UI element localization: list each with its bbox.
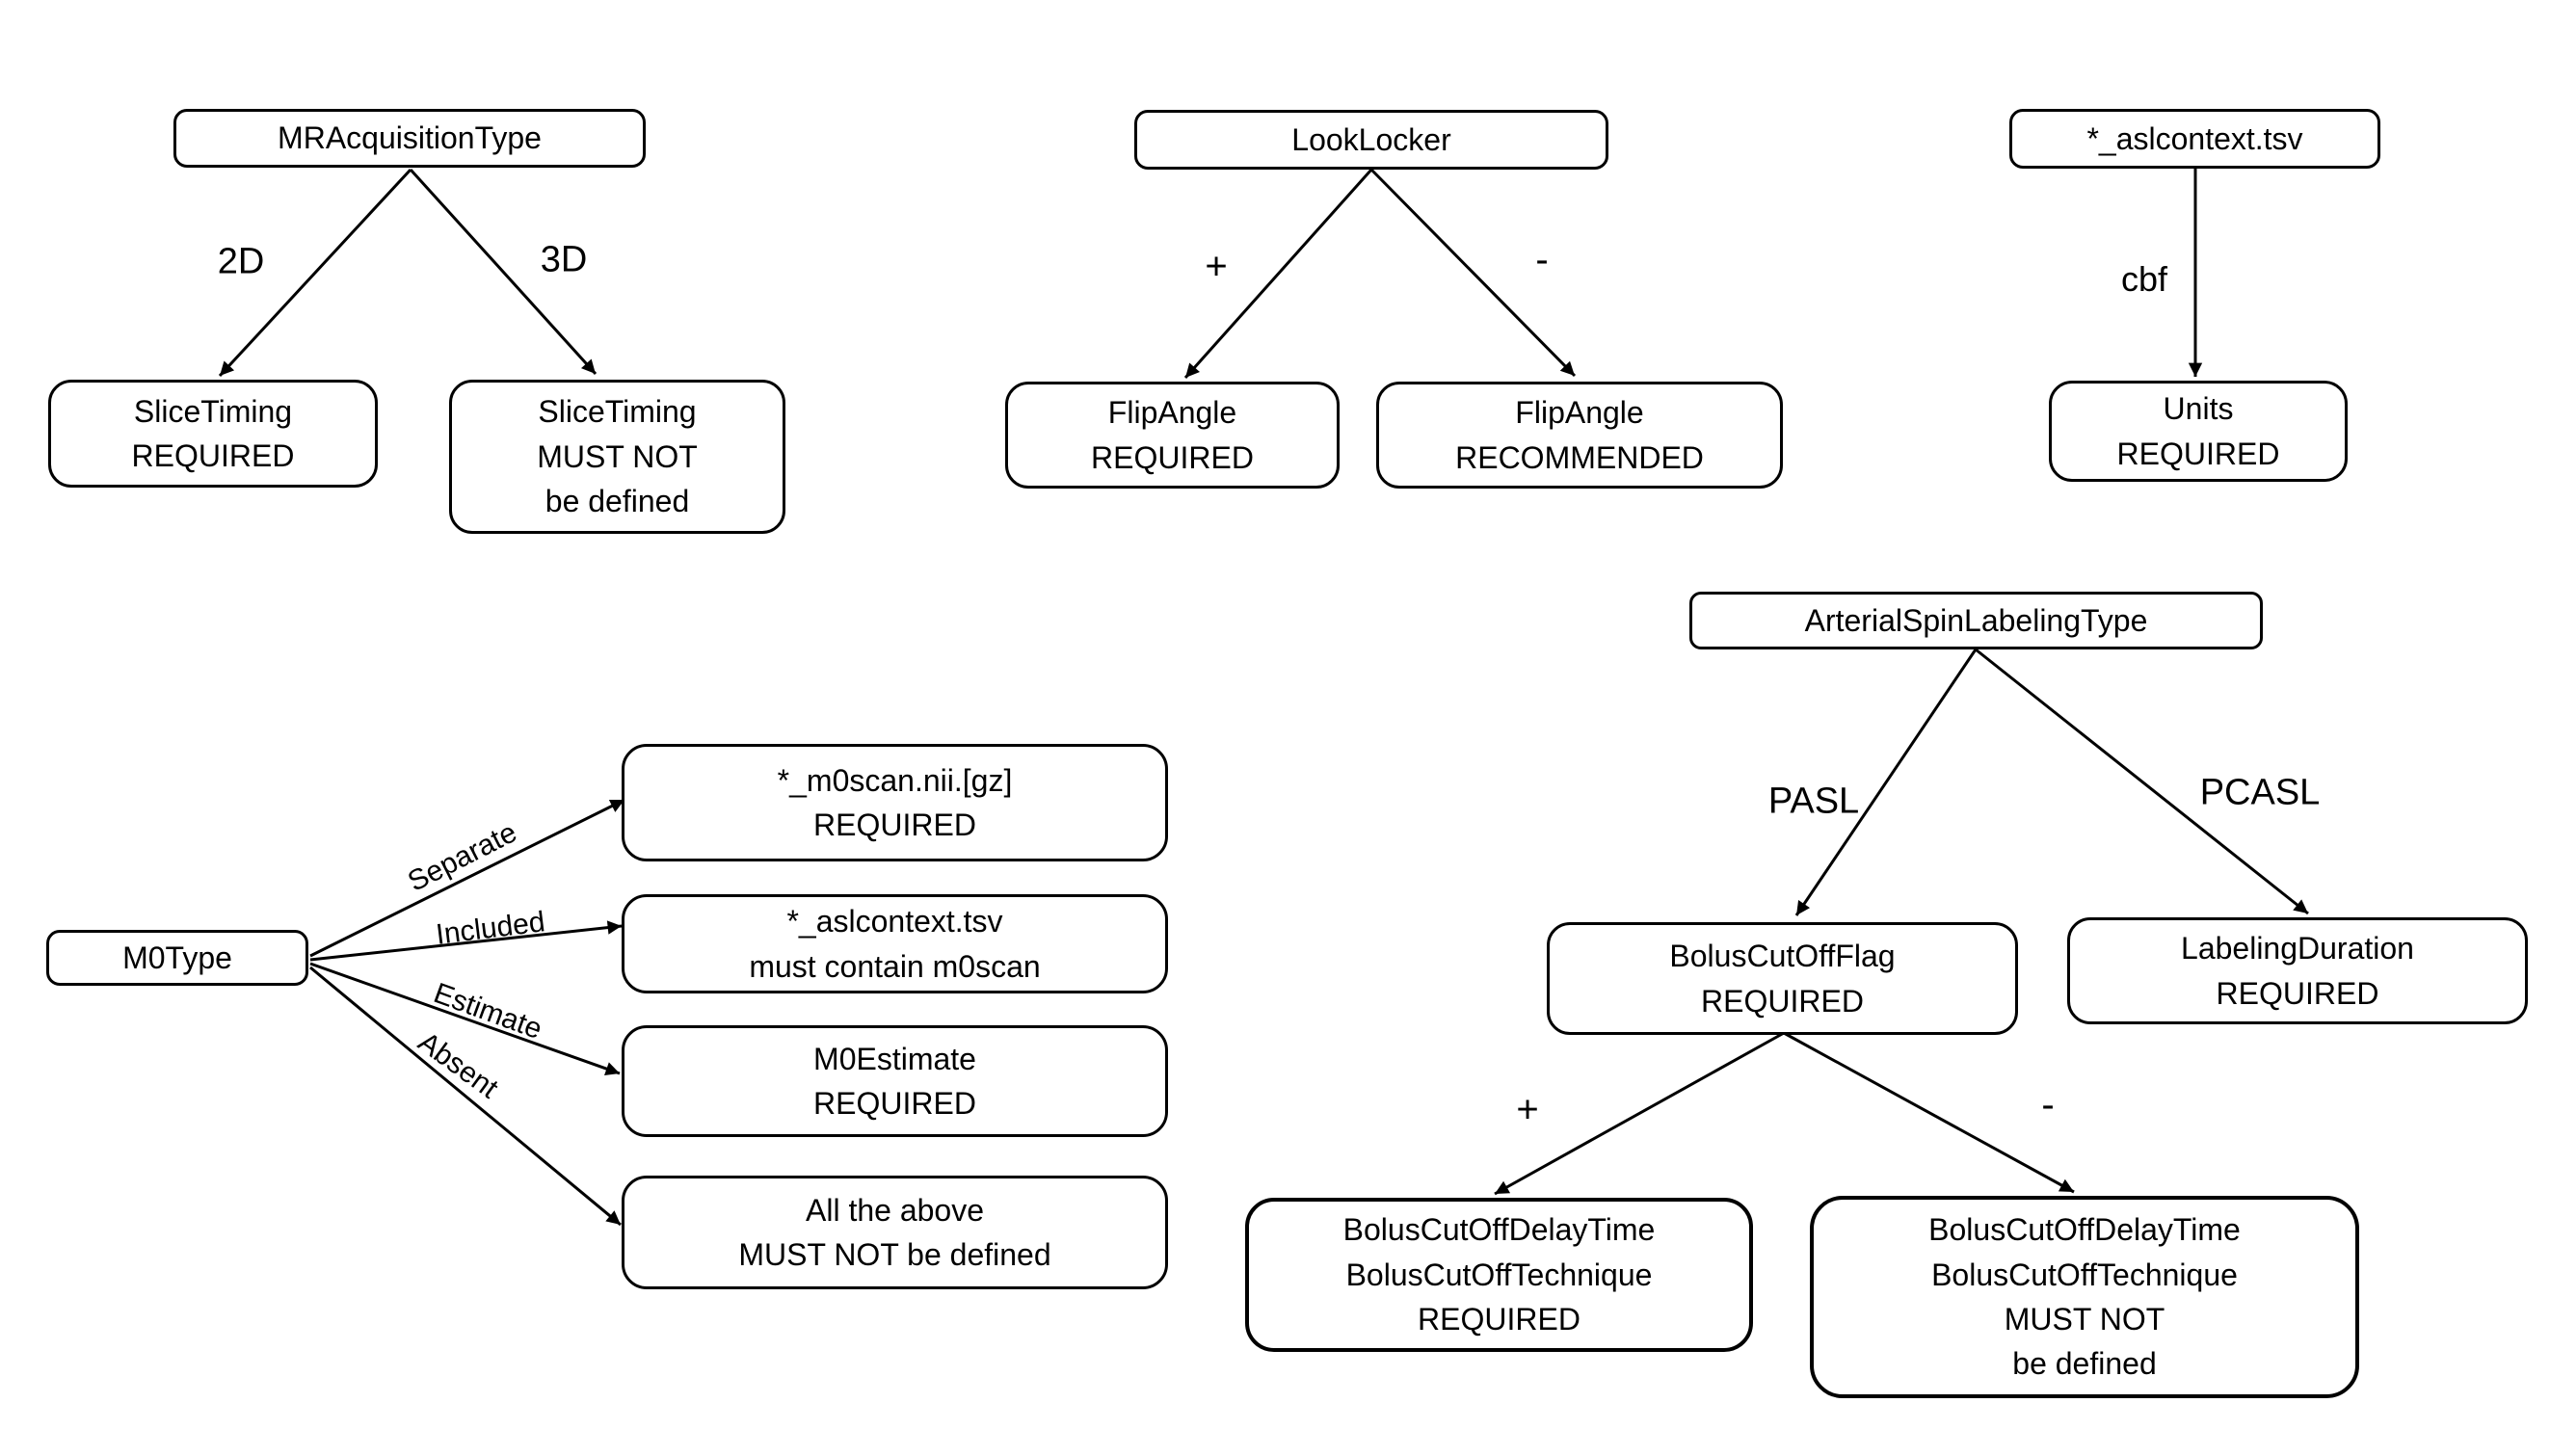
edge-looklocker-plus: [1183, 169, 1373, 379]
node-m0type: M0Type: [46, 930, 308, 986]
edge-label-2d: 2D: [217, 241, 265, 282]
edge-label-3d: 3D: [540, 239, 588, 280]
edge-m0type-separate: [309, 798, 625, 958]
edge-label-boluscutoff-minus: -: [2041, 1083, 2055, 1126]
edge-label-cbf: cbf: [2120, 259, 2168, 299]
edge-mracquisitiontype-3d: [409, 168, 598, 376]
edge-asltype-pcasl: [1975, 648, 2309, 915]
edge-m0type-included: [309, 920, 623, 962]
edge-label-looklocker-minus: -: [1535, 238, 1549, 281]
node-looklocker: LookLocker: [1134, 110, 1608, 170]
node-mracquisitiontype: MRAcquisitionType: [173, 109, 646, 168]
edge-label-pasl: PASL: [1767, 781, 1860, 822]
edge-looklocker-minus: [1369, 168, 1577, 378]
edge-m0type-estimate: [309, 962, 621, 1075]
edge-mracquisitiontype-2d: [218, 168, 412, 378]
node-aslcontext-tsv: *_aslcontext.tsv: [2009, 109, 2380, 169]
edge-label-looklocker-plus: +: [1205, 245, 1228, 288]
node-m0scan-required: *_m0scan.nii.[gz]REQUIRED: [622, 744, 1168, 861]
edge-label-boluscutoff-plus: +: [1516, 1088, 1539, 1131]
edge-boluscutoffflag-plus: [1494, 1031, 1785, 1196]
edge-boluscutoffflag-minus: [1783, 1031, 2075, 1194]
edge-m0type-absent: [309, 966, 622, 1227]
node-arterialspinlabelingtype: ArterialSpinLabelingType: [1689, 592, 2263, 649]
edge-label-pcasl: PCASL: [2199, 772, 2321, 813]
edge-asltype-pasl: [1794, 649, 1978, 916]
